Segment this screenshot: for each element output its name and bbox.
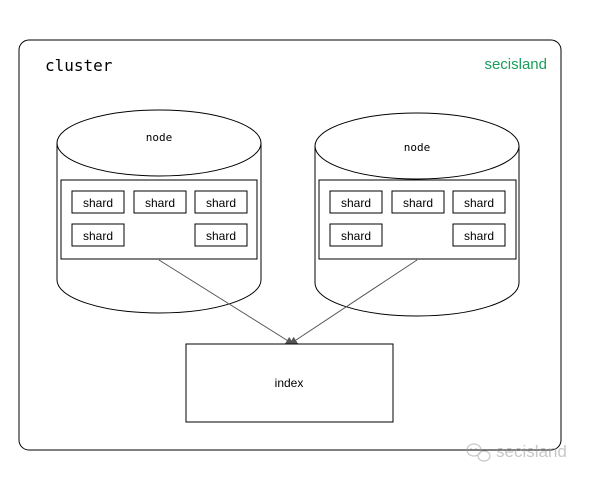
shard-box	[452, 223, 506, 247]
shard-box	[71, 223, 125, 247]
watermark-text: secisland	[496, 442, 567, 461]
shard-label: shard	[83, 196, 113, 210]
watermark: secisland	[466, 442, 567, 462]
shard-box	[194, 223, 248, 247]
shard-box	[329, 223, 383, 247]
node-label: node	[146, 131, 173, 144]
index-box: index	[185, 343, 394, 423]
cluster-label: cluster	[45, 56, 113, 75]
shard-box	[329, 190, 383, 214]
shard-box	[391, 190, 445, 214]
shard-label: shard	[206, 196, 236, 210]
shard-label: shard	[403, 196, 433, 210]
shard-label: shard	[206, 229, 236, 243]
arrow-node1-to-index	[158, 259, 294, 345]
node-label: node	[404, 141, 431, 154]
wechat-icon	[466, 443, 491, 462]
arrow-node2-to-index	[289, 259, 418, 345]
shard-label: shard	[464, 229, 494, 243]
brand-label: secisland	[484, 56, 547, 73]
shard-box	[71, 190, 125, 214]
shard-box	[452, 190, 506, 214]
shard-box	[194, 190, 248, 214]
shard-label: shard	[341, 196, 371, 210]
index-label: index	[275, 376, 304, 390]
shard-label: shard	[83, 229, 113, 243]
shard-label: shard	[341, 229, 371, 243]
shard-label: shard	[464, 196, 494, 210]
shard-label: shard	[145, 196, 175, 210]
node-cylinder: node shard shard shard shard shard	[56, 109, 262, 314]
shard-box	[133, 190, 187, 214]
node-cylinder: node shard shard shard shard shard	[314, 112, 520, 317]
